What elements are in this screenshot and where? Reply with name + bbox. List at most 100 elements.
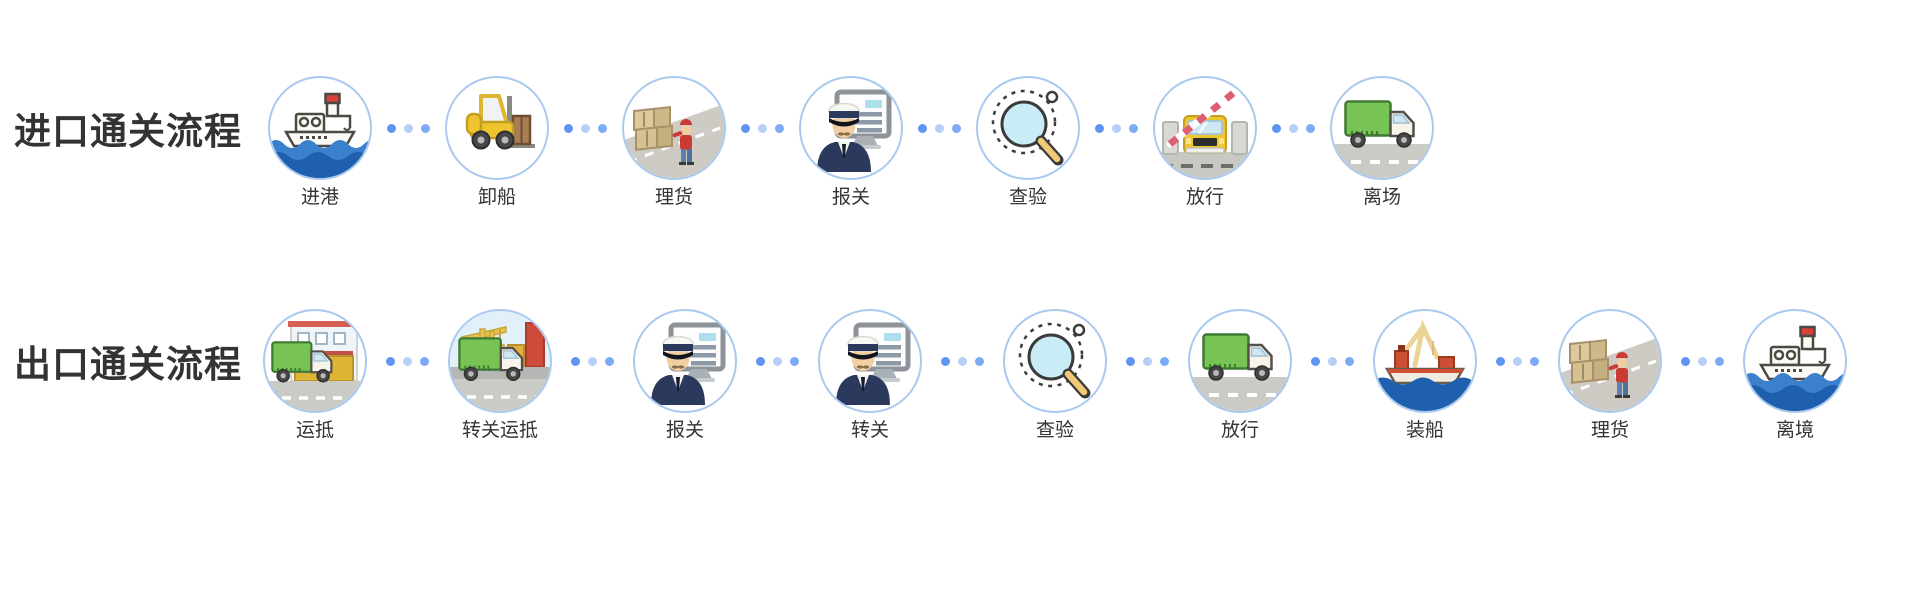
cargo-tally-icon xyxy=(1558,309,1662,413)
gate-barrier-icon xyxy=(1153,76,1257,180)
dot xyxy=(1530,356,1539,366)
dot xyxy=(775,123,784,133)
step-import-inspect: 查验 xyxy=(976,76,1080,209)
step-label: 查验 xyxy=(1035,420,1074,441)
dots-connector xyxy=(386,309,429,413)
ship-waves-icon xyxy=(268,76,372,180)
dot xyxy=(581,123,590,133)
step-import-unload: 卸船 xyxy=(445,76,549,209)
customs-officer-icon xyxy=(799,76,903,180)
dot xyxy=(571,356,580,366)
dot xyxy=(975,356,984,366)
dot xyxy=(1095,123,1104,133)
import-flow-row: 进口通关流程 进港 卸船 理货 报关 查验 放行 离场 xyxy=(0,76,1920,209)
dot xyxy=(952,123,961,133)
dot xyxy=(1698,356,1707,366)
magnifier-icon xyxy=(1003,309,1107,413)
dot xyxy=(1715,356,1724,366)
step-export-declare: 报关 xyxy=(633,309,737,442)
dot xyxy=(790,356,799,366)
dot xyxy=(1328,356,1337,366)
dots-connector xyxy=(941,309,984,413)
dots-connector xyxy=(1095,76,1138,180)
dot xyxy=(741,123,750,133)
step-label: 理货 xyxy=(1590,420,1629,441)
dot xyxy=(598,123,607,133)
dots-connector xyxy=(1681,309,1724,413)
step-export-arrive: 运抵 xyxy=(263,309,367,442)
dot xyxy=(1306,123,1315,133)
dots-connector xyxy=(918,76,961,180)
step-label: 卸船 xyxy=(477,187,516,208)
dots-connector xyxy=(741,76,784,180)
dot xyxy=(1345,356,1354,366)
dots-connector xyxy=(756,309,799,413)
dot xyxy=(404,123,413,133)
dot xyxy=(1311,356,1320,366)
truck-port-icon xyxy=(448,309,552,413)
dots-connector xyxy=(1311,309,1354,413)
step-label: 转关运抵 xyxy=(461,420,538,441)
step-label: 运抵 xyxy=(295,420,334,441)
import-flow-title: 进口通关流程 xyxy=(14,111,242,152)
dot xyxy=(386,356,395,366)
dots-connector xyxy=(564,76,607,180)
dot xyxy=(756,356,765,366)
dot xyxy=(421,123,430,133)
step-label: 报关 xyxy=(831,187,870,208)
dot xyxy=(773,356,782,366)
export-flow-title: 出口通关流程 xyxy=(14,344,242,385)
step-label: 离境 xyxy=(1775,420,1814,441)
dot xyxy=(605,356,614,366)
step-import-depart: 离场 xyxy=(1330,76,1434,209)
cargo-ship-icon xyxy=(1373,309,1477,413)
step-export-tally: 理货 xyxy=(1558,309,1662,442)
magnifier-icon xyxy=(976,76,1080,180)
step-export-release: 放行 xyxy=(1188,309,1292,442)
step-import-tally: 理货 xyxy=(622,76,726,209)
step-label: 进港 xyxy=(300,187,339,208)
dot xyxy=(958,356,967,366)
ship-waves-icon xyxy=(1743,309,1847,413)
dot xyxy=(420,356,429,366)
dot xyxy=(1289,123,1298,133)
dot xyxy=(1681,356,1690,366)
step-export-inspect: 查验 xyxy=(1003,309,1107,442)
step-label: 转关 xyxy=(850,420,889,441)
dot xyxy=(588,356,597,366)
green-truck-icon xyxy=(1330,76,1434,180)
dot xyxy=(941,356,950,366)
customs-officer-icon xyxy=(818,309,922,413)
dot xyxy=(1496,356,1505,366)
step-export-transit-arrive: 转关运抵 xyxy=(448,309,552,442)
step-import-arrival: 进港 xyxy=(268,76,372,209)
step-label: 放行 xyxy=(1220,420,1259,441)
customs-officer-icon xyxy=(633,309,737,413)
step-label: 离场 xyxy=(1362,187,1401,208)
dots-connector xyxy=(1496,309,1539,413)
dot xyxy=(403,356,412,366)
dot xyxy=(935,123,944,133)
dot xyxy=(1513,356,1522,366)
cargo-tally-icon xyxy=(622,76,726,180)
green-truck-icon xyxy=(1188,309,1292,413)
dot xyxy=(758,123,767,133)
dot xyxy=(1126,356,1135,366)
step-export-load-ship: 装船 xyxy=(1373,309,1477,442)
dot xyxy=(387,123,396,133)
step-export-depart: 离境 xyxy=(1743,309,1847,442)
dot xyxy=(1112,123,1121,133)
step-label: 理货 xyxy=(654,187,693,208)
dots-connector xyxy=(1272,76,1315,180)
step-label: 报关 xyxy=(665,420,704,441)
step-export-transit: 转关 xyxy=(818,309,922,442)
truck-warehouse-icon xyxy=(263,309,367,413)
step-import-release: 放行 xyxy=(1153,76,1257,209)
dots-connector xyxy=(571,309,614,413)
dot xyxy=(1129,123,1138,133)
dots-connector xyxy=(387,76,430,180)
dots-connector xyxy=(1126,309,1169,413)
export-flow-row: 出口通关流程 运抵 转关运抵 报关 转关 查验 放行 装船 理货 离境 xyxy=(0,309,1920,442)
dot xyxy=(564,123,573,133)
step-label: 装船 xyxy=(1405,420,1444,441)
